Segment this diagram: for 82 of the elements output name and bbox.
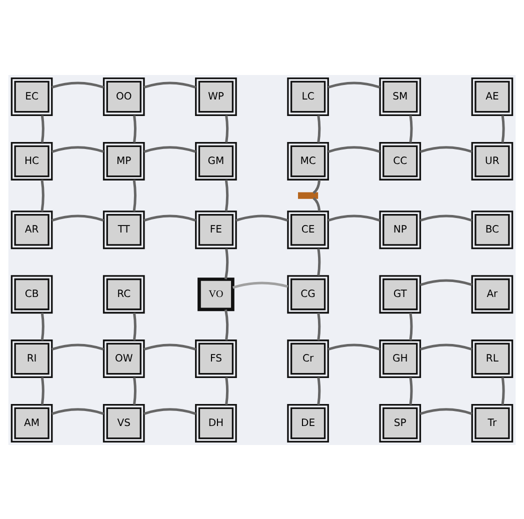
connector (40, 179, 44, 212)
connector (420, 214, 472, 222)
node-box: GT (379, 274, 422, 314)
node-box: OW (102, 339, 145, 378)
connector (224, 179, 228, 212)
node-box: SM (379, 77, 422, 116)
node-box: RC (102, 274, 145, 314)
node-box: DH (195, 403, 237, 442)
connector (52, 146, 104, 152)
node-box: CE (287, 210, 329, 249)
node-box: NP (379, 210, 422, 249)
connector (40, 114, 44, 142)
connector (328, 146, 380, 152)
node-box: Ar (471, 274, 514, 314)
connector (317, 114, 321, 142)
node-box: MP (102, 141, 145, 180)
connector (52, 408, 104, 414)
connector (144, 408, 196, 414)
node-box: RL (471, 339, 514, 378)
connector (312, 196, 321, 211)
connector (144, 81, 196, 88)
node-box: WP (195, 77, 237, 116)
connector (409, 376, 413, 404)
connector (420, 408, 472, 414)
node-box: Tr (471, 403, 514, 442)
node-box: DE (287, 403, 329, 442)
connector (52, 214, 104, 222)
connector (52, 81, 104, 88)
connector (420, 343, 472, 350)
connector (317, 312, 321, 340)
connector (312, 179, 321, 194)
node-box: GM (195, 141, 237, 180)
connector (52, 343, 104, 350)
connector (317, 376, 321, 404)
node-box: Cr (287, 339, 329, 378)
node-box: CG (287, 274, 329, 314)
node-box: EC (10, 77, 53, 116)
connector (224, 308, 228, 340)
connector (144, 214, 196, 222)
connector (225, 114, 228, 142)
node-box: MC (287, 141, 329, 180)
connector (317, 248, 321, 276)
node-box: AM (10, 403, 53, 442)
connector (132, 376, 136, 404)
connector (409, 312, 413, 340)
connector (144, 146, 196, 152)
connector (328, 81, 380, 88)
node-box: VS (102, 403, 145, 442)
connector (225, 376, 228, 404)
node-box: UR (471, 141, 514, 180)
connector (420, 278, 472, 286)
connector (501, 376, 505, 404)
node-box: FE (195, 210, 237, 249)
node-bar (298, 192, 318, 198)
connector (328, 343, 380, 350)
connector (224, 248, 229, 279)
node-box: OO (102, 77, 145, 116)
node-box: CB (10, 274, 53, 314)
node-box: LC (287, 77, 329, 116)
connector (501, 114, 505, 142)
node-box: GH (379, 339, 422, 378)
node-box: CC (379, 141, 422, 180)
connector (132, 114, 136, 142)
node-box: AR (10, 210, 53, 249)
connector (232, 281, 288, 288)
connector (40, 376, 44, 404)
connector (409, 114, 413, 142)
connector (328, 214, 380, 222)
node-box: HC (10, 141, 53, 180)
connector (40, 312, 44, 340)
connector (420, 146, 472, 152)
node-box: AE (471, 77, 514, 116)
connector (132, 312, 136, 340)
node-box: SP (379, 403, 422, 442)
connector (236, 214, 288, 222)
node-box: RI (10, 339, 53, 378)
node-box: FS (195, 339, 237, 378)
node-box: BC (471, 210, 514, 249)
connector (132, 179, 136, 212)
node-box: TT (102, 210, 145, 249)
node-box: VO (198, 277, 234, 311)
connector (144, 343, 196, 350)
